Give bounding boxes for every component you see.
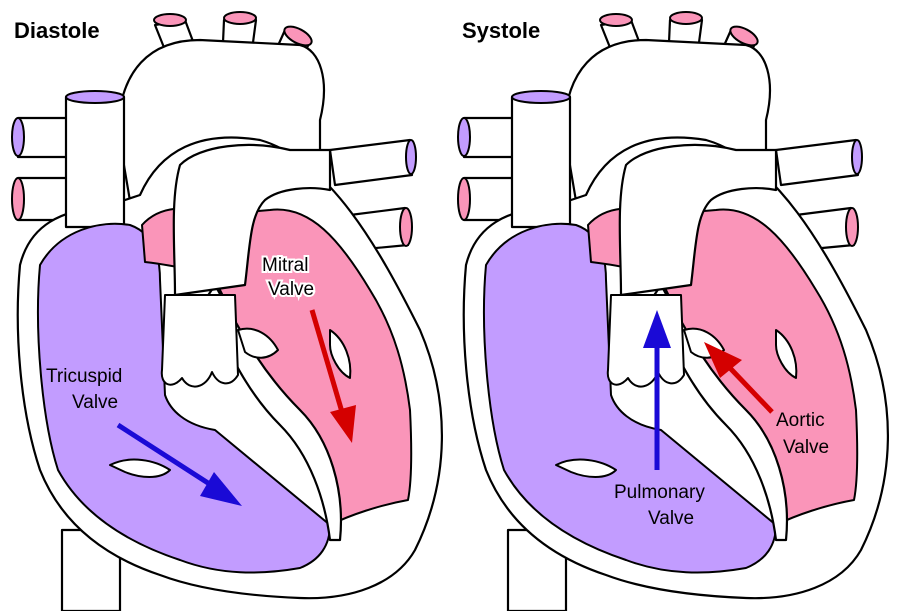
diastole-heart [12,12,442,611]
mitral-label-line1: Mitral [262,255,308,276]
tricuspid-label-line2: Valve [72,392,118,413]
systole-panel: Systole Aortic Valve Pulmonary Valve [458,12,888,611]
tricuspid-label-line1: Tricuspid [46,366,122,387]
pulmonary-label-line2: Valve [648,508,694,529]
systole-title: Systole [462,18,540,43]
mitral-label-line2: Valve [268,279,314,300]
pulmonary-label-line1: Pulmonary [614,482,705,503]
diastole-panel: Diastole Mitral Valve Tricuspid Valve [12,12,442,611]
aortic-label-line2: Valve [783,437,829,458]
aortic-label-line1: Aortic [776,410,825,431]
diastole-title: Diastole [14,18,100,43]
